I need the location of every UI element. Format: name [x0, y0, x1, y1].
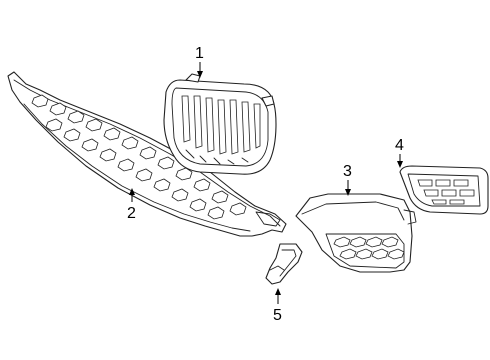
callout-2: 2	[127, 188, 136, 222]
callout-1: 1	[195, 45, 204, 78]
bezel-mesh	[333, 236, 405, 260]
svg-text:4: 4	[395, 137, 404, 154]
part-5-bracket	[265, 243, 303, 285]
lower-grille-mesh	[31, 94, 247, 220]
part-1-kidney-grille	[163, 73, 277, 175]
part-2-lower-grille	[7, 71, 287, 237]
part-4-vent-grille	[399, 165, 489, 215]
svg-text:2: 2	[127, 205, 136, 222]
kidney-grille-slats	[181, 95, 261, 155]
svg-text:3: 3	[343, 163, 352, 180]
part-3-bezel	[295, 193, 417, 273]
vent-grille-slots	[417, 179, 475, 205]
svg-text:5: 5	[273, 307, 282, 324]
callout-5: 5	[273, 288, 282, 324]
callout-3: 3	[343, 163, 352, 196]
svg-text:1: 1	[195, 45, 204, 62]
callout-4: 4	[395, 137, 404, 168]
